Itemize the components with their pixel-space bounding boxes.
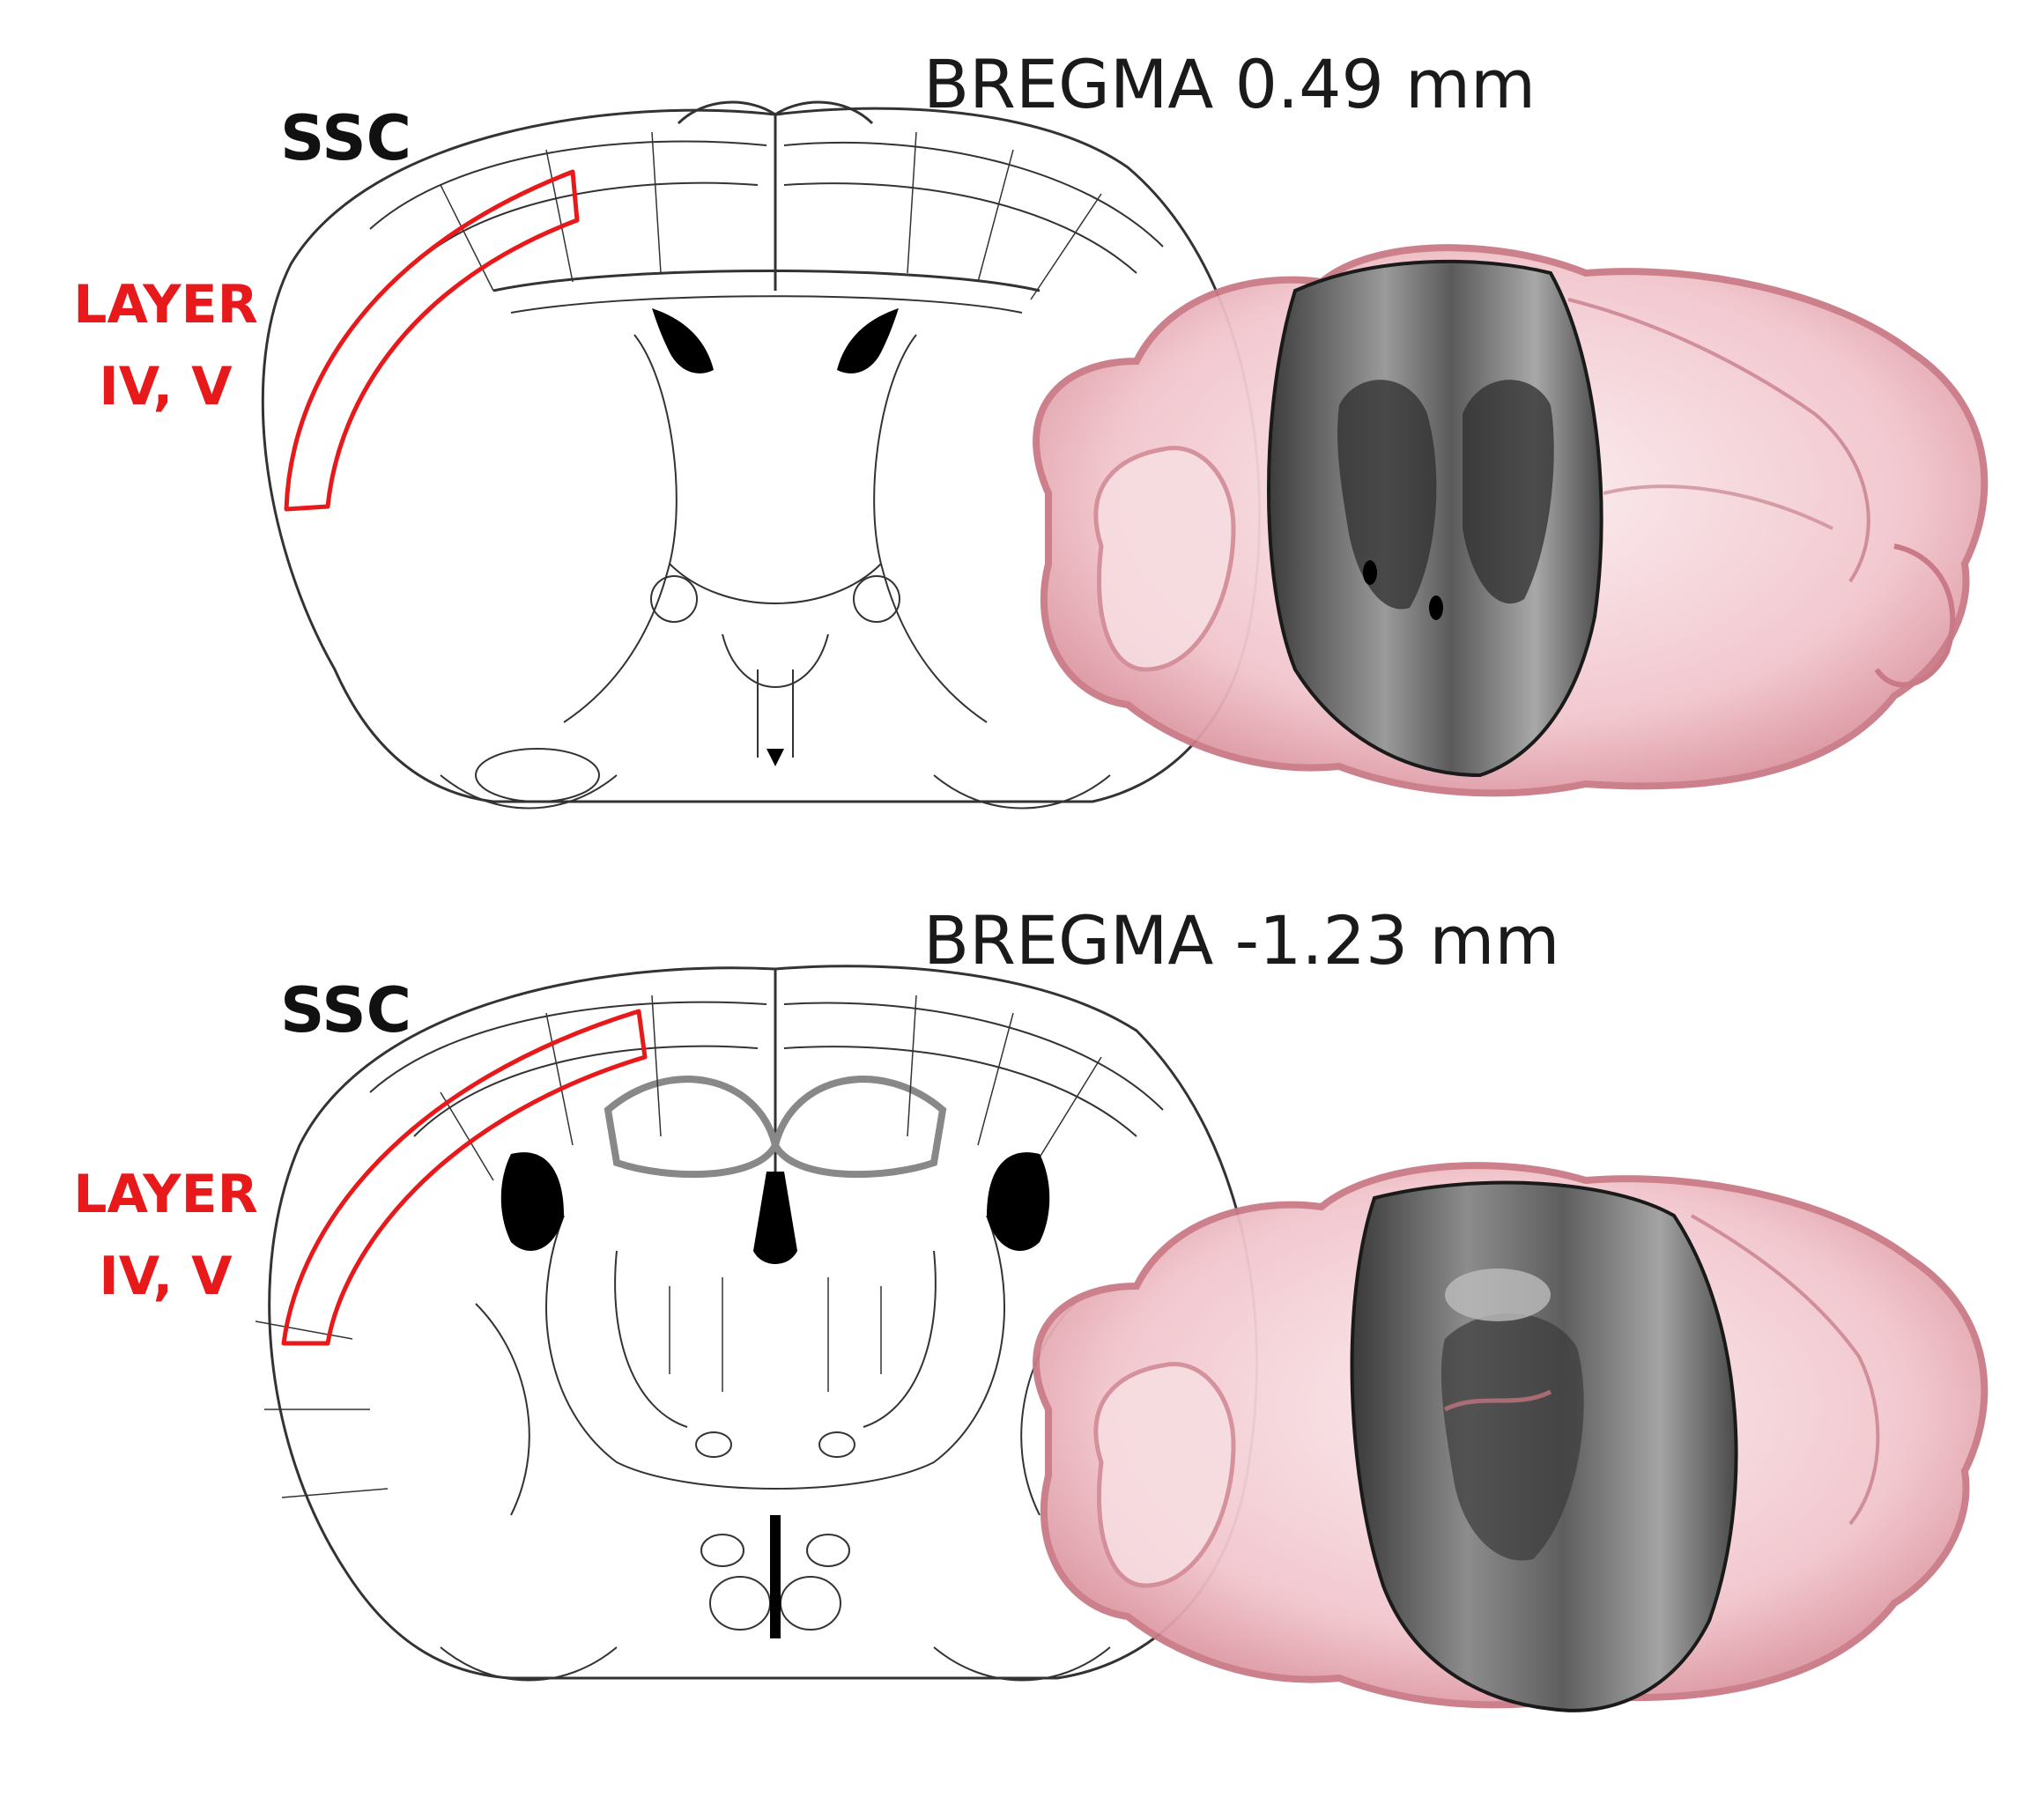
ssc-layer-highlight-top — [284, 169, 580, 512]
ssc-layer-highlight-bottom — [281, 1009, 648, 1346]
layer-label-top: LAYER IV, V — [51, 264, 280, 428]
brain-3d-render-top — [1033, 244, 1988, 797]
coronal-slice-top — [1267, 259, 1603, 778]
ventricles — [500, 1152, 1050, 1638]
atlas-outline — [255, 965, 1258, 1682]
ssc-label-bottom: SSC — [280, 974, 412, 1046]
coronal-section-diagram-bottom — [255, 965, 1988, 1712]
bregma-label-bottom: BREGMA -1.23 mm — [923, 901, 1560, 980]
panel-bregma-minus-1-23: BREGMA -1.23 mm SSC LAYER IV, V — [0, 881, 2044, 1779]
layer-label-bottom: LAYER IV, V — [51, 1154, 280, 1318]
layer-label-bottom-line1: LAYER — [73, 1164, 258, 1225]
layer-label-bottom-line2: IV, V — [99, 1246, 233, 1307]
ventricles — [652, 308, 899, 766]
panel-bregma-0-49: BREGMA 0.49 mm SSC LAYER IV, V — [0, 0, 2044, 898]
ssc-label-top: SSC — [280, 102, 412, 174]
coronal-section-diagram-top — [261, 100, 1988, 810]
layer-label-top-line2: IV, V — [99, 356, 233, 418]
brain-3d-render-bottom — [1033, 1162, 1988, 1712]
layer-label-top-line1: LAYER — [73, 274, 258, 336]
bregma-label-top: BREGMA 0.49 mm — [923, 45, 1537, 123]
